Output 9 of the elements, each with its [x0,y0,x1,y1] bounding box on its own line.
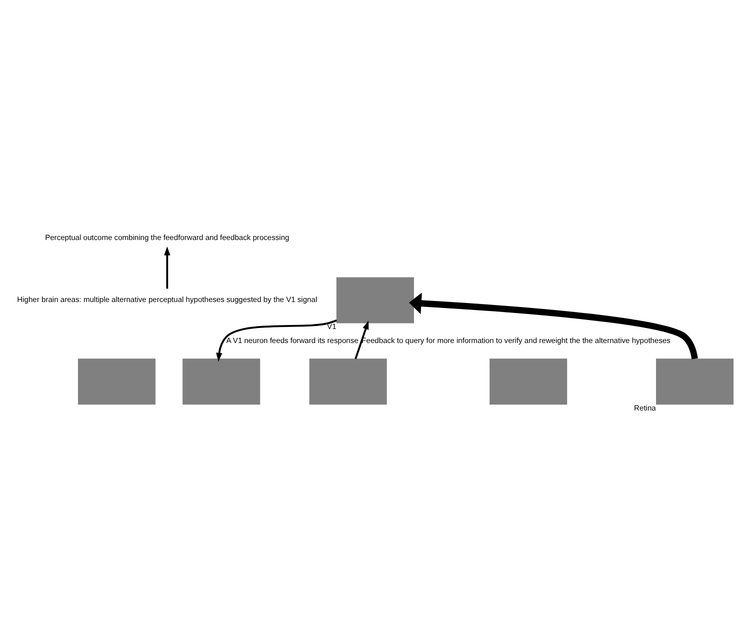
node-box [182,358,260,405]
node-box [656,358,734,405]
node-box [490,358,568,405]
node-box [336,277,414,324]
node-box [78,358,156,405]
node-box [309,358,387,405]
arrow [216,320,337,362]
arrow [354,320,369,360]
arrow [164,246,170,289]
